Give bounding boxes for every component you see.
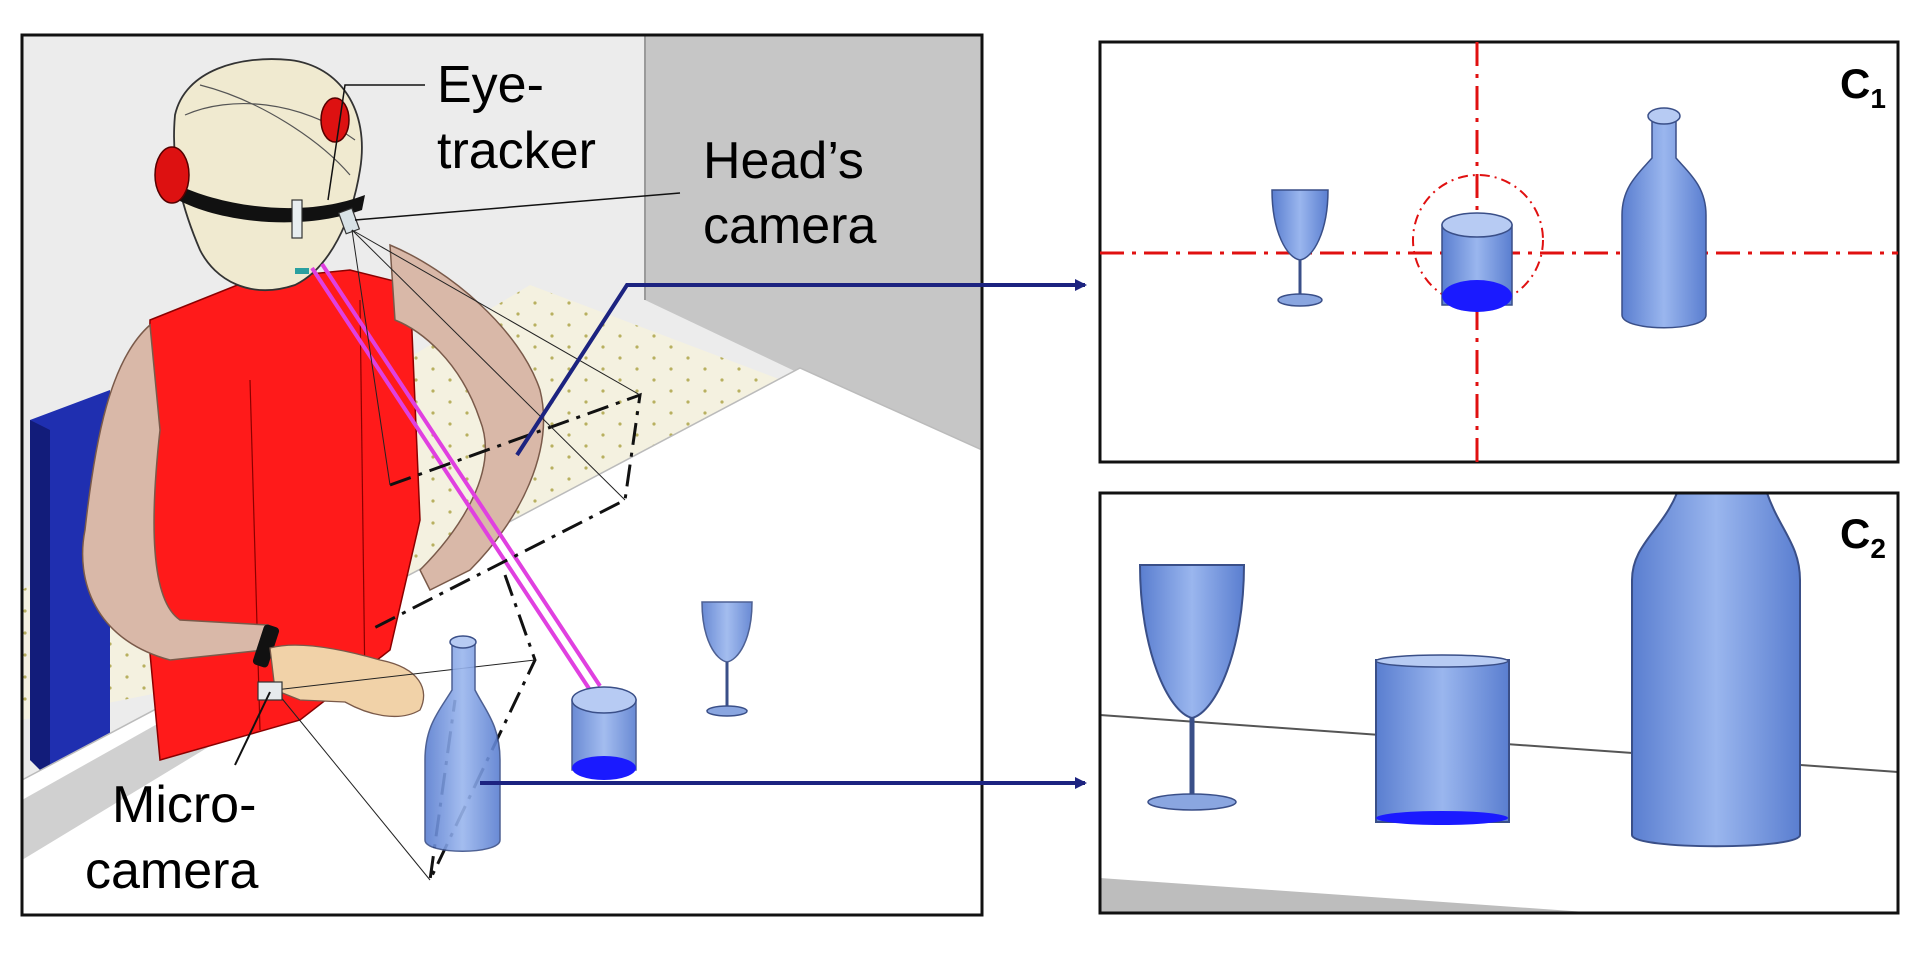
- head-camera-leader: [354, 192, 681, 221]
- c2-wine-glass: [1138, 564, 1246, 811]
- person-head: [173, 58, 363, 291]
- micro-camera-icon: [257, 681, 283, 701]
- micro-fov-ray-1: [274, 659, 536, 691]
- eye-tracker-label-2: tracker: [437, 122, 596, 180]
- head-camera-arrow: [515, 279, 1087, 457]
- right-ear-cup: [320, 97, 350, 143]
- shirt-fold-2: [359, 299, 366, 691]
- gaze-ray: [310, 266, 592, 692]
- eye-tracker-lens: [295, 268, 309, 274]
- eye-tracker-icon: [291, 199, 303, 239]
- right-arm: [389, 243, 545, 592]
- micro-camera-leader: [234, 691, 271, 766]
- c2-frame: [1098, 491, 1900, 915]
- head-camera-fov: [369, 392, 642, 632]
- c2-view-panel: C2: [1098, 491, 1900, 915]
- c1-view-panel: C1: [1098, 40, 1900, 464]
- c1-bottle: [1621, 107, 1707, 329]
- micro-camera-label: Micro-: [112, 776, 256, 834]
- scene-cup: [571, 686, 637, 780]
- c2-label: C2: [1840, 510, 1886, 564]
- scene-frame: [20, 33, 984, 917]
- shirt-fold: [249, 379, 261, 731]
- c2-bottle: [1631, 492, 1801, 848]
- head-fov-ray-2: [351, 229, 391, 486]
- head-camera-label: Head’s: [703, 132, 864, 190]
- hand: [269, 644, 425, 718]
- wrist-band: [252, 624, 280, 668]
- c1-wine-glass: [1271, 189, 1329, 307]
- chair-side: [30, 420, 50, 780]
- c2-cup: [1375, 654, 1510, 825]
- head-fov-ray-3: [351, 229, 626, 501]
- c1-label: C1: [1840, 60, 1886, 114]
- eye-tracker-label: Eye-: [437, 56, 544, 114]
- c2-floor: [1100, 878, 1600, 913]
- head-fov-ray-1: [351, 229, 641, 396]
- scene-wine-glass: [701, 601, 753, 717]
- helmet-seam-2: [199, 84, 351, 176]
- gaze-ray-2: [320, 262, 602, 688]
- right-wall: [645, 35, 982, 460]
- eye-tracker-leader: [327, 84, 425, 201]
- headband: [178, 185, 365, 223]
- micro-camera-label-2: camera: [85, 842, 258, 900]
- c1-cup: [1441, 212, 1513, 312]
- c1-target-circle: [1412, 174, 1544, 306]
- left-arm: [81, 323, 269, 661]
- micro-fov-ray-2: [274, 689, 431, 881]
- scene-bottle: [424, 635, 501, 852]
- head-camera-label-2: camera: [703, 197, 876, 255]
- left-ear-cup: [154, 146, 190, 204]
- scene-panel: Eye- tracker Head’s camera Micro- camera: [20, 33, 984, 917]
